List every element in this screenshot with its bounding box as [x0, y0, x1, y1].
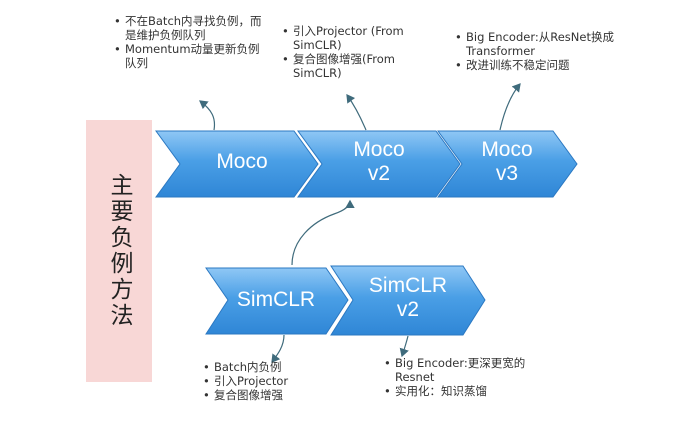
chevron-moco-v2 [297, 130, 461, 198]
note-moco-v3: Big Encoder:从ResNet换成Transformer 改进训练不稳定… [455, 30, 635, 72]
note-item: 引入Projector [203, 374, 353, 388]
chevron-label-moco-v3: Moco v3 [462, 138, 552, 186]
chevron-label-line: v2 [396, 298, 420, 321]
note-moco-v2: 引入Projector (From SimCLR) 复合图像增强(From Si… [282, 24, 418, 80]
note-item: Batch内负例 [203, 360, 353, 374]
note-item: 引入Projector (From SimCLR) [282, 24, 418, 52]
note-item: 改进训练不稳定问题 [455, 58, 635, 72]
chevron-label-simclr-v2: SimCLR v2 [352, 274, 464, 322]
sidebar-title: 主要负例方法 [106, 173, 132, 329]
sidebar-panel: 主要负例方法 [86, 120, 152, 382]
chevron-label-moco-v2: Moco v2 [322, 138, 436, 186]
chevron-label-line: v3 [495, 162, 519, 185]
note-item: 复合图像增强(From SimCLR) [282, 52, 418, 80]
note-item: Big Encoder:从ResNet换成Transformer [455, 30, 635, 58]
chevron-label-moco: Moco [190, 150, 294, 174]
chevron-moco-v3 [437, 130, 578, 198]
chevron-label-line: Moco [353, 138, 405, 161]
chevron-simclr [205, 267, 349, 335]
arrow-simclr-note [271, 334, 285, 363]
chevron-label-line: Moco [481, 138, 533, 161]
note-simclr-v2: Big Encoder:更深更宽的Resnet 实用化：知识蒸馏 [384, 356, 534, 398]
arrow-moco-v3-note [499, 83, 521, 131]
arrow-simclr-v2-note [399, 335, 409, 358]
arrow-moco-v2-note [346, 94, 367, 131]
note-item: 复合图像增强 [203, 388, 353, 402]
chevron-label-simclr: SimCLR [226, 288, 326, 312]
note-moco: 不在Batch内寻找负例，而是维护负例队列 Momentum动量更新负例队列 [114, 14, 264, 70]
chevron-label-line: v2 [367, 162, 391, 185]
note-item: 不在Batch内寻找负例，而是维护负例队列 [114, 14, 264, 42]
chevron-label-line: Moco [216, 150, 268, 173]
chevron-label-line: SimCLR [236, 288, 316, 311]
note-item: Big Encoder:更深更宽的Resnet [384, 356, 534, 384]
note-item: 实用化：知识蒸馏 [384, 384, 534, 398]
note-item: Momentum动量更新负例队列 [114, 42, 264, 70]
arrow-moco-note [199, 100, 216, 131]
chevron-simclr-v2 [330, 265, 486, 336]
arrow-simclr-to-moco-v2 [291, 199, 355, 266]
note-simclr: Batch内负例 引入Projector 复合图像增强 [203, 360, 353, 402]
chevron-moco [155, 130, 319, 198]
chevron-label-line: SimCLR [368, 274, 448, 297]
